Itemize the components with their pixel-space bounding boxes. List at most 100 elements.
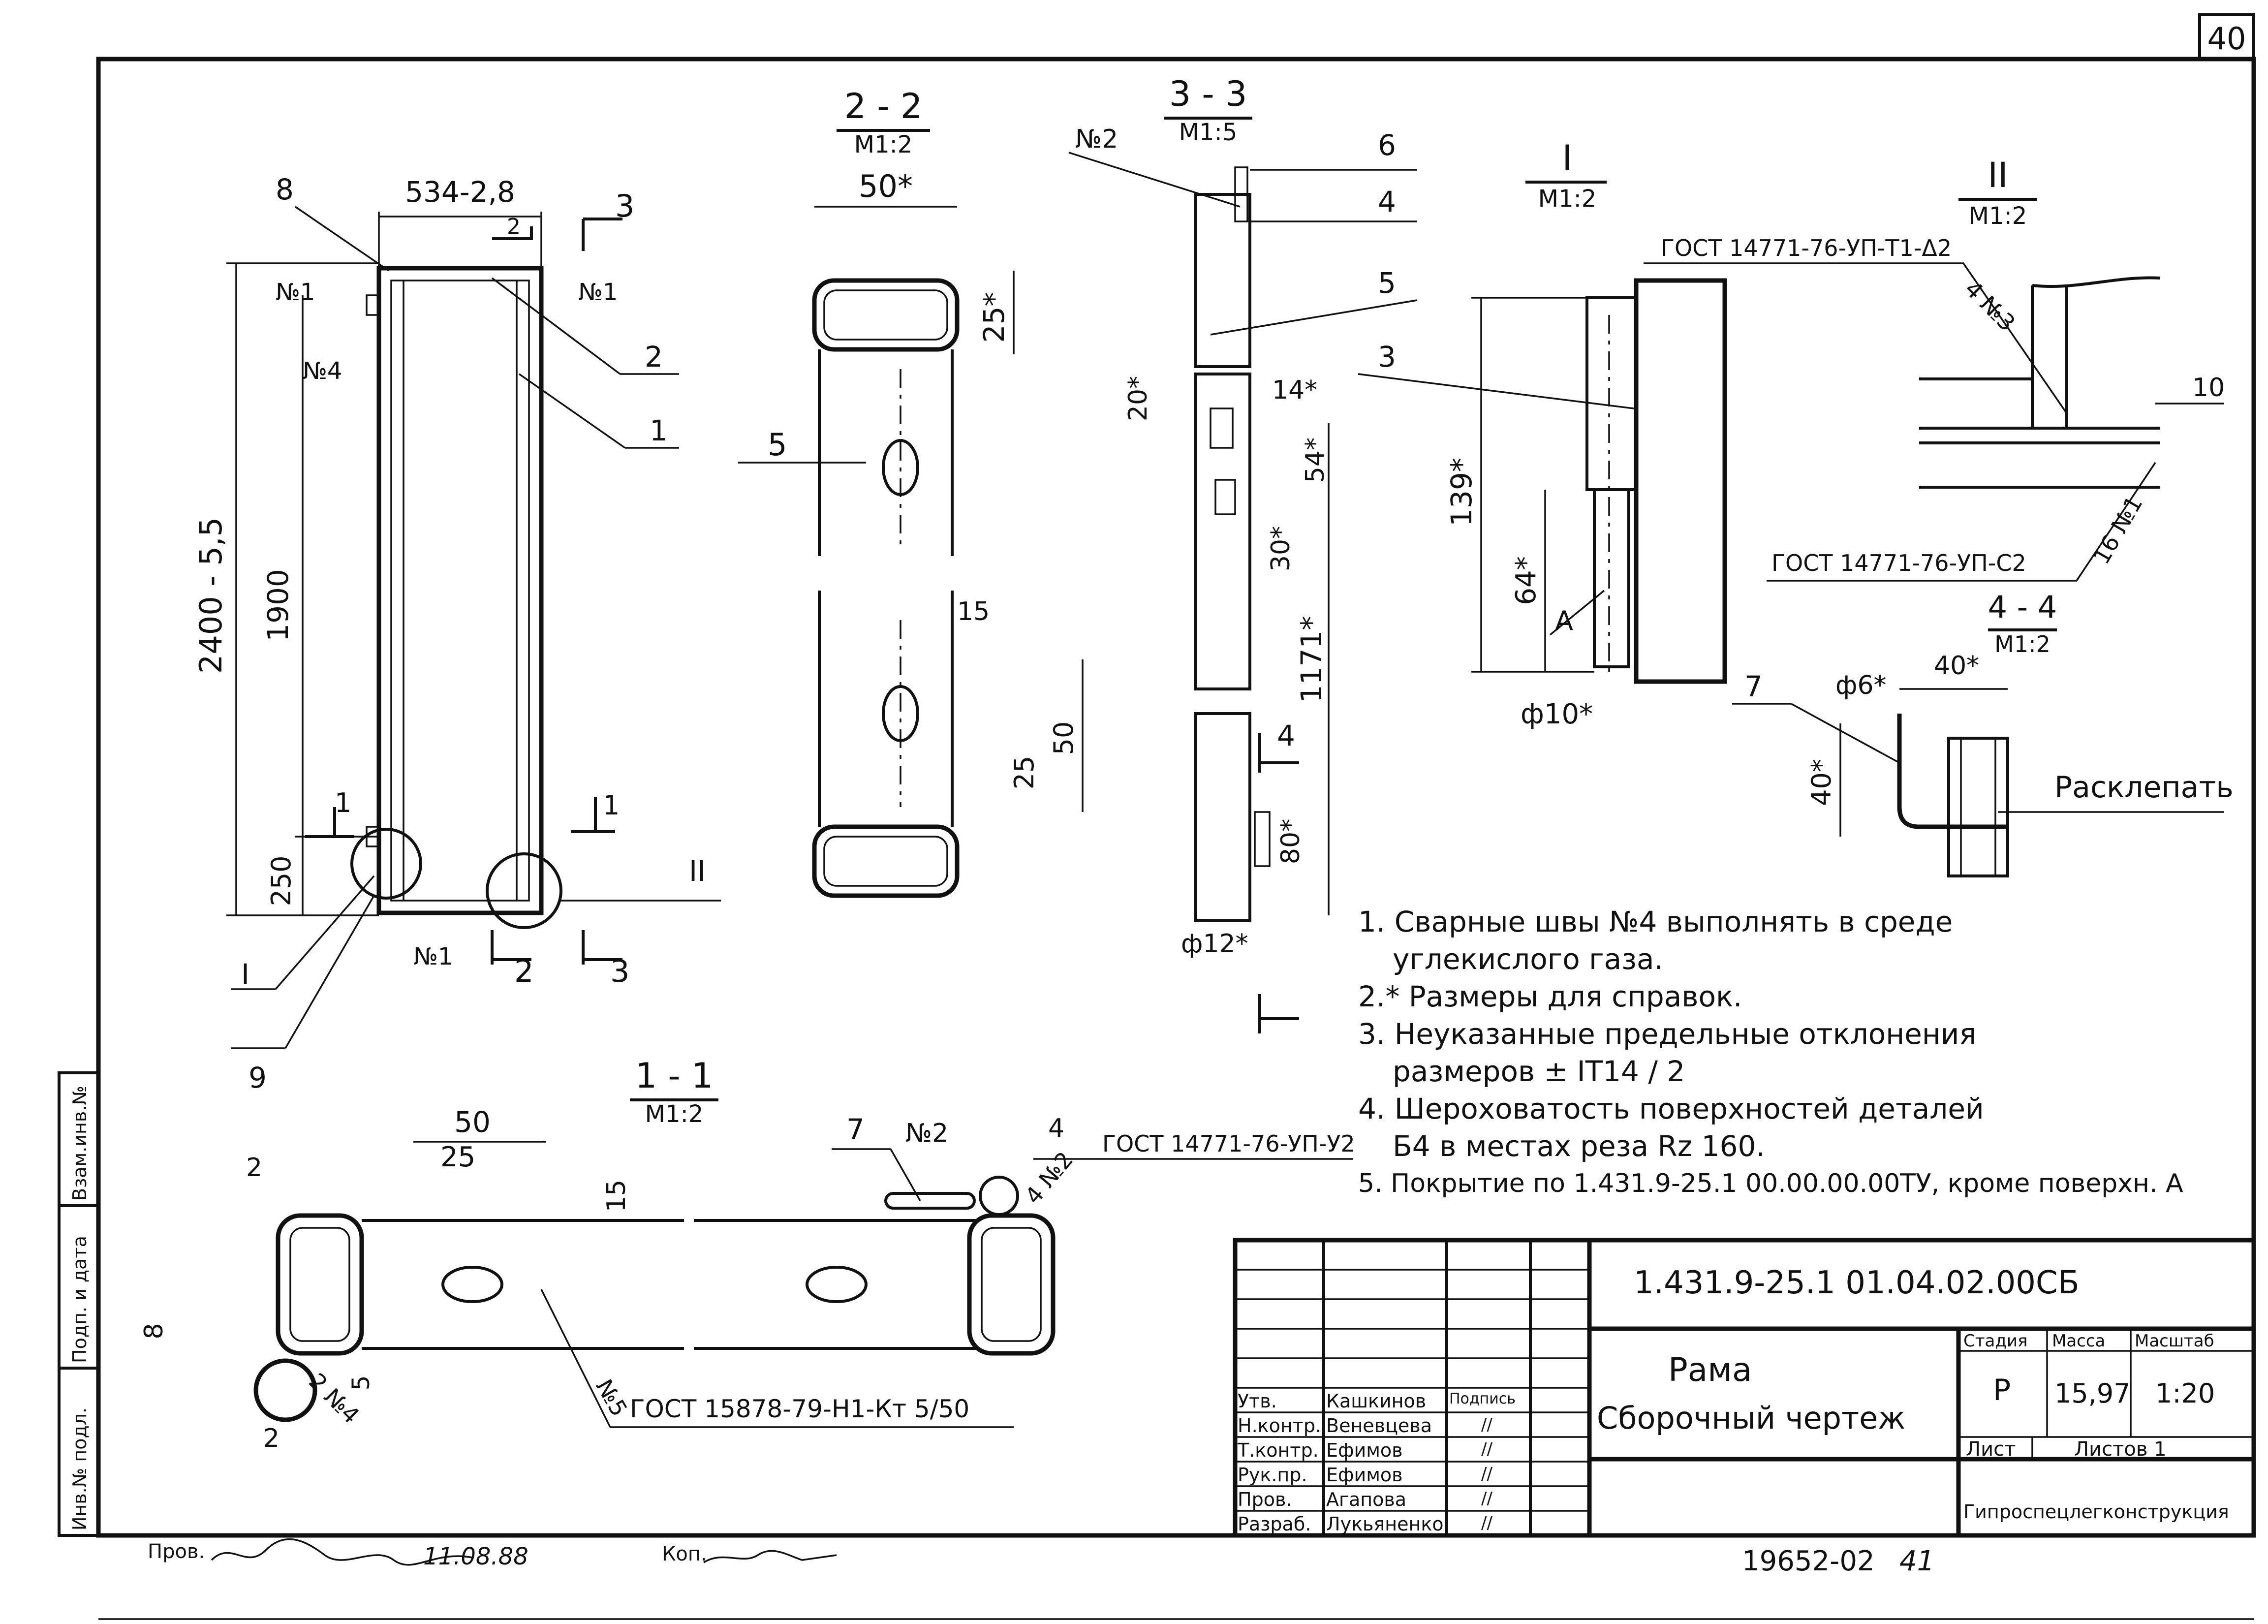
s22-callout-5: 5 [768,427,787,463]
s33-dim-54: 54* [1301,437,1330,483]
footer-sheet-number: 41 [1899,1545,1935,1577]
note-5: 5. Покрытие по 1.431.9-25.1 00.00.00.00Т… [1358,1169,2183,1198]
detail-II-circle [486,852,562,929]
callout-1: 1 [650,414,668,447]
tb-mass-label: Масса [2052,1331,2106,1351]
s33-title: 3 - 3 [1169,74,1247,114]
s22-dim-25: 25 [1009,756,1040,790]
tb-name-line2: Сборочный чертеж [1597,1400,1906,1436]
tb-role-3: Рук.пр. [1238,1464,1307,1486]
tb-stage: Р [1993,1373,2011,1407]
s33-scale: М1:5 [1179,119,1238,146]
weld-1-bottom: №1 [413,943,453,970]
note-3-cont: размеров ± IT14 / 2 [1393,1055,1685,1088]
s33-dim-f12: ф12* [1181,929,1248,959]
s22-dim-15: 15 [957,597,990,626]
detail-I-circle [350,828,422,900]
dII-weld-4-3: 4 №3 [1959,276,2020,337]
s44-note: Расклепать [2054,770,2234,805]
frame-outline [376,266,544,915]
main-view: 534-2,8 2400 - 5,5 1900 250 8 2 1 9 №1 №… [193,173,721,1094]
strip-vzam-inv: Взам.инв.№ [69,1086,91,1201]
tb-role-5: Разраб. [1238,1513,1311,1535]
footer-archive-number: 19652-02 [1742,1545,1875,1577]
mark-1-right: 1 [603,790,620,821]
tb-sign-4: // [1481,1489,1492,1508]
signature-checked [211,1538,473,1566]
dim-height-total: 2400 - 5,5 [193,517,229,674]
s44-dim-f6: ф6* [1835,671,1887,700]
note-2: 2.* Размеры для справок. [1358,980,1742,1013]
s33-mark-4-top: 4 [1277,719,1295,752]
signature-copy [703,1550,837,1563]
s33-callout-6: 6 [1378,128,1396,162]
tb-sign-5: // [1481,1513,1492,1533]
s11-title: 1 - 1 [635,1056,714,1096]
s33-dim-30: 30* [1266,526,1296,571]
s11-std1: ГОСТ 14771-76-УП-У2 [1102,1130,1355,1157]
s11-dim-2-bottom: 2 [263,1424,280,1453]
mark-2-bottom: 2 [514,953,533,989]
strip-podp-data: Подп. и дата [69,1236,91,1363]
tb-role-0: Утв. [1238,1390,1277,1412]
dim-1900: 1900 [261,569,295,642]
s11-std2: ГОСТ 15878-79-Н1-Кт 5/50 [630,1395,969,1423]
frame-inner [390,280,530,902]
tb-organization: Гипроспецлегконструкция [1963,1501,2229,1523]
s11-weld-5: №5 [590,1375,632,1421]
s33-dim-80: 80* [1276,819,1305,864]
tb-role-2: Т.контр. [1238,1439,1319,1461]
dII-scale: М1:2 [1969,202,2027,230]
tb-name-3: Ефимов [1326,1464,1403,1486]
s11-weld-2: №2 [905,1119,948,1148]
detail-I: I М1:2 139* 64* ф10* 3 А [1358,138,1727,730]
footer-copy-label: Коп. [662,1543,707,1565]
s44-callout-7: 7 [1744,670,1763,703]
tb-scale: 1:20 [2155,1378,2215,1409]
mark-1-left: 1 [335,787,351,818]
tb-name-4: Агапова [1326,1489,1407,1510]
tb-role-4: Пров. [1238,1489,1292,1510]
s22-scale: М1:2 [854,131,913,158]
note-4-cont: Б4 в местах реза Rz 160. [1393,1129,1765,1163]
s11-dim-50: 50 [454,1105,491,1139]
dI-title: I [1562,138,1573,178]
dI-dim-139: 139* [1445,458,1478,527]
tb-sign-3: // [1481,1464,1492,1484]
callout-9: 9 [249,1061,267,1094]
tb-name-5: Лукьяненко [1326,1513,1444,1535]
dII-std1: ГОСТ 14771-76-УП-Т1-Δ2 [1661,235,1952,261]
detail-II-mark: II [689,854,706,888]
tb-signature-header: Подпись [1449,1390,1516,1407]
callout-2: 2 [645,340,663,374]
tb-role-1: Н.контр. [1238,1415,1322,1437]
weld-4: №4 [303,357,342,385]
general-notes: 1. Сварные швы №4 выполнять в среде угле… [1358,903,2234,1202]
section-2-2: 2 - 2 М1:2 50* 25* 5 15 25 50 [738,86,1084,898]
s11-dim-25: 25 [440,1141,475,1173]
tb-sign-2: // [1481,1439,1492,1459]
dI-dim-64: 64* [1510,556,1542,605]
dII-title: II [1988,155,2008,195]
detail-II: II М1:2 ГОСТ 14771-76-УП-Т1-Δ2 4 №3 10 Г… [1644,155,2225,582]
dII-callout-10: 10 [2192,373,2225,403]
footer-checked-date: 11.08.88 [423,1543,528,1570]
s44-dim-40-top: 40* [1934,651,1979,681]
s22-title: 2 - 2 [844,86,923,126]
dim-width: 534-2,8 [405,175,515,209]
dII-weld-16-1: 16 №1 [2088,491,2148,568]
s22-dim-25star: 25* [977,292,1011,343]
s11-dim-2-top: 2 [246,1153,262,1183]
tb-name-0: Кашкинов [1326,1390,1427,1412]
s33-dim-20: 20* [1123,376,1153,421]
tb-sheets-label: Листов 1 [2074,1438,2167,1461]
s33-callout-4: 4 [1378,185,1396,219]
s44-title: 4 - 4 [1988,589,2057,625]
note-1-cont: углекислого газа. [1393,942,1663,976]
weld-1-right: №1 [578,279,618,306]
s11-dim-5: 5 [347,1375,375,1391]
tb-scale-label: Масштаб [2135,1331,2214,1351]
s44-dim-40-left: 40* [1806,759,1837,806]
mark-2-top: 2 [507,214,521,239]
s11-weld-4-2: 4 №2 [1020,1147,1078,1209]
